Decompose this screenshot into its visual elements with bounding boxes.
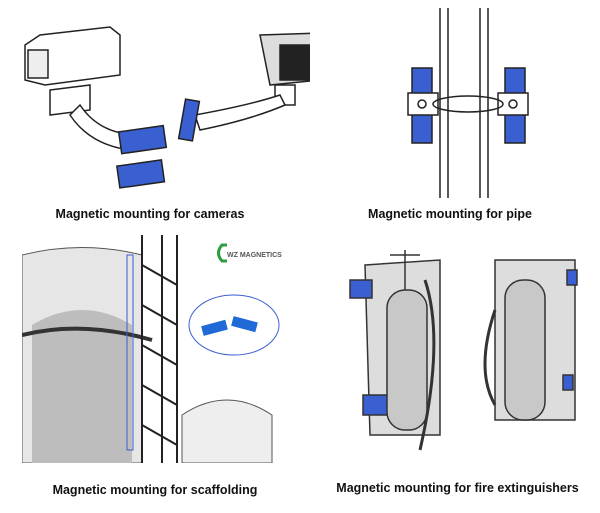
caption-pipe: Magnetic mounting for pipe [368,207,532,221]
scaffolding-illustration: WZ MAGNETICS [22,235,292,463]
caption-fire-extinguishers: Magnetic mounting for fire extinguishers [336,481,579,495]
caption-scaffolding: Magnetic mounting for scaffolding [52,483,258,497]
fire-extinguisher-illustration [345,240,585,465]
pipe-illustration [380,8,540,198]
caption-cameras: Magnetic mounting for cameras [55,207,245,221]
logo: WZ MAGNETICS [227,252,282,259]
camera-illustration [10,5,310,195]
